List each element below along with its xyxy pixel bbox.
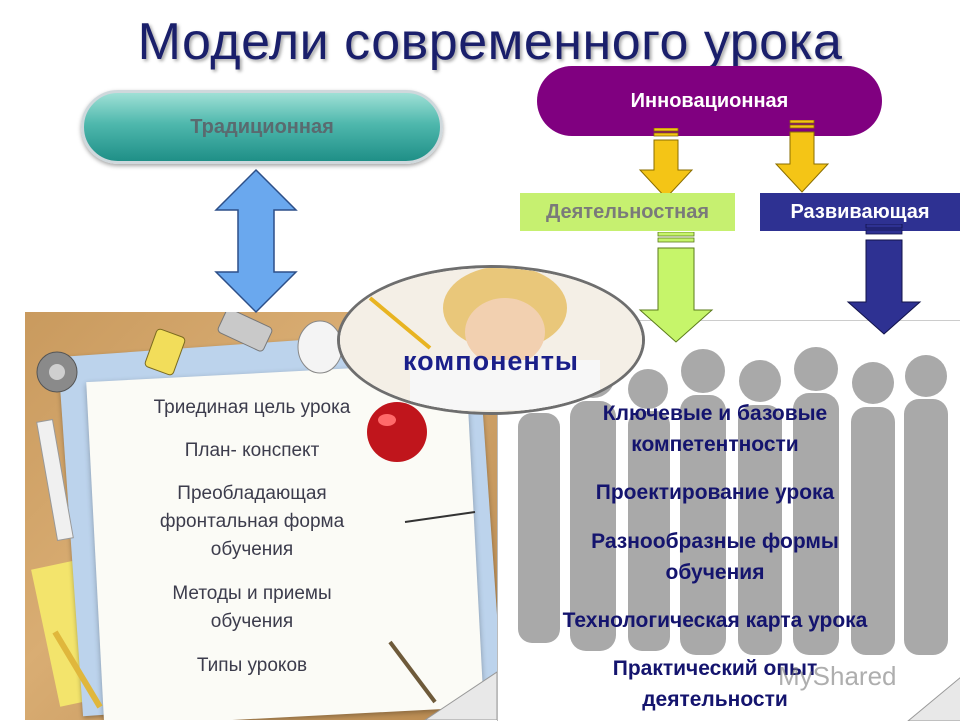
child-studying-illustration [340,268,642,412]
traditional-model-label: Традиционная [190,115,334,138]
innovative-item: Разнообразные формы обучения [495,526,935,588]
desk-decor-illustration [36,312,497,720]
innovative-model-label: Инновационная [630,89,789,112]
innovative-item-text: Разнообразные формы обучения [591,530,839,584]
double-arrow-blue [214,168,298,314]
developing-model-text: Развивающая [790,200,930,223]
traditional-model-pill: Традиционная [81,90,443,164]
traditional-item: Типы уроков [196,655,308,676]
components-oval: компоненты [337,265,645,415]
activity-model-text: Деятельностная [545,200,710,223]
traditional-item-text: Преобладающая фронтальная форма обучения [159,483,345,560]
traditional-item: Преобладающая фронтальная форма обучения [102,480,402,564]
traditional-item-text: Методы и приемы обучения [172,583,332,632]
developing-model-label: Развивающая [760,193,960,231]
activity-model-label: Деятельностная [520,193,735,231]
traditional-item: Методы и приемы обучения [102,580,402,636]
innovative-item: Проектирование урока [595,481,835,504]
page-title: Модели современного урока [137,13,843,71]
watermark-logo: MyShared [778,661,897,691]
people-silhouettes-illustration [518,347,960,721]
components-label: компоненты [403,346,579,376]
innovative-item-text: Ключевые и базовые компетентности [602,402,828,456]
innovative-model-pill: Инновационная [537,66,882,136]
traditional-item: План- конспект [184,440,320,461]
innovative-item: Ключевые и базовые компетентности [495,398,935,460]
innovative-item: Технологическая карта урока [562,609,868,632]
arrow-down-yellow-left [638,128,694,199]
arrow-down-navy [846,224,922,335]
innovative-item: Практический опыт деятельности [495,653,935,715]
innovative-panel [497,320,960,721]
traditional-item: Триединая цель урока [153,397,351,418]
innovative-item-text: Практический опыт деятельности [612,657,818,711]
arrow-down-green [638,232,714,343]
arrow-down-yellow-right [774,120,830,193]
